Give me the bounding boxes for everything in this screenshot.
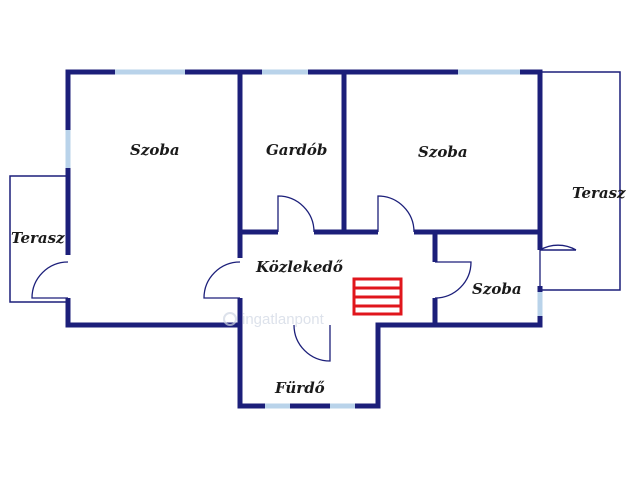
room-label-szoba-left: Szoba [130,141,180,159]
room-label-terasz-left: Terasz [11,229,65,247]
doors [31,195,577,362]
windows [65,69,543,409]
walls [65,69,543,409]
room-label-kozlekedo: Közlekedő [255,258,343,276]
watermark: ingatlanpont [223,311,325,328]
left-terrace-outline [9,175,68,303]
room-label-szoba-middle: Szoba [418,143,468,161]
room-label-furdo: Fürdő [274,379,325,397]
room-label-szoba-small: Szoba [472,280,522,298]
right-terrace-outline [540,71,621,291]
room-label-gardrob: Gardób [266,141,327,159]
watermark-text: ingatlanpont [242,311,325,328]
stairs-icon [352,277,403,316]
room-label-terasz-right: Terasz [572,184,626,202]
